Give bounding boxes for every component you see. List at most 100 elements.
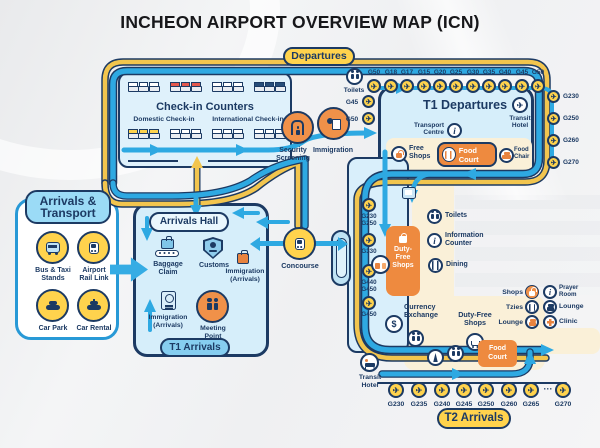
- transit-hotel-label: Transit Hotel: [509, 115, 531, 130]
- plane-icon: ✈: [436, 81, 444, 91]
- checkin-desk-icon: [169, 129, 181, 139]
- information-icon: i: [447, 123, 462, 138]
- t2-arrivals-pill: T2 Arrivals: [437, 408, 511, 429]
- dining-icon: [428, 258, 443, 273]
- lounge-label: Lounge: [498, 319, 523, 326]
- immigration-case-icon: [237, 250, 249, 264]
- t2-arrivals-label: T2 Arrivals: [444, 411, 504, 424]
- gate-marker: ✈: [547, 90, 560, 103]
- food-chair-icon: [499, 148, 514, 163]
- gate-marker: ✈: [466, 79, 480, 93]
- gate-label: G17: [400, 69, 414, 76]
- gate-marker: ✈: [417, 79, 431, 93]
- bus-taxi-icon: [36, 231, 69, 264]
- baggage-conveyor-icon: [155, 250, 179, 257]
- car-park-label: Car Park: [38, 325, 68, 332]
- plane-icon: ✈: [365, 115, 372, 123]
- info-glyph: i: [548, 287, 552, 297]
- dining-label: Dining: [446, 261, 468, 268]
- food-court-box: Food Court: [437, 142, 497, 167]
- free-shops-label: Free Shops: [409, 145, 431, 160]
- plane-icon: ✈: [365, 200, 373, 210]
- free-shops-icon: [391, 146, 407, 162]
- gate-label: G450: [361, 311, 377, 318]
- gate-label: G245: [455, 401, 473, 408]
- tzies-label: Tzies: [506, 304, 523, 311]
- arrivals-hall-label: Arrivals Hall: [159, 216, 219, 227]
- gate-marker: ✈: [515, 79, 529, 93]
- car-park-icon: [36, 289, 69, 322]
- plane-icon: ✈: [550, 115, 557, 123]
- duty-free-box: Duty-Free Shops: [386, 226, 420, 296]
- dollar-glyph: $: [391, 319, 397, 329]
- gate-marker: ✈: [400, 79, 414, 93]
- plane-icon: ✈: [420, 81, 428, 91]
- checkin-title: Check-in Counters: [156, 101, 254, 113]
- gate-marker: ✈: [434, 382, 450, 398]
- shops-label: Shops: [502, 289, 523, 296]
- transfer-arrow: [110, 257, 148, 282]
- gate-label: G25: [449, 69, 463, 76]
- plane-icon: ✈: [452, 81, 460, 91]
- currency-exchange-label: Currency Exchange: [404, 302, 438, 320]
- gate-marker: ✈: [362, 198, 376, 212]
- counter-line: [128, 160, 178, 162]
- plane-icon: ✈: [365, 298, 373, 308]
- checkin-desk-icon: [253, 82, 265, 92]
- checkin-desk-icon: [211, 82, 223, 92]
- plane-icon: ✈: [403, 81, 411, 91]
- checkin-desk-icon: [127, 82, 139, 92]
- gate-label: G260: [500, 401, 518, 408]
- plane-icon: ✈: [550, 159, 557, 167]
- gate-label: G18: [384, 69, 398, 76]
- arrivals-transport-line2: Transport: [40, 206, 96, 220]
- toilets-icon: [427, 209, 442, 224]
- gate-label: G330: [361, 248, 377, 255]
- gate-label: G50: [531, 69, 545, 76]
- immigration-arrivals-label: Immigration (Arrivals): [225, 268, 265, 283]
- t1-departures-title: T1 Departures: [422, 98, 508, 112]
- t1-arrivals-pill: T1 Arrivals: [160, 338, 230, 357]
- baggage-claim-label: Baggage Claim: [153, 261, 183, 276]
- immigration-label: Immigration: [312, 147, 354, 154]
- meeting-point-label: Meeting Point: [200, 325, 226, 340]
- bag-icon: [396, 149, 404, 158]
- information-counter-label: Information Counter: [445, 232, 484, 247]
- gate-label: G45: [515, 69, 529, 76]
- prayer-icon: [427, 349, 444, 366]
- currency-exchange-icon: $: [385, 315, 403, 333]
- gate-marker: ✈: [362, 112, 375, 125]
- security-screening-label: Security Screening: [276, 147, 310, 162]
- taxi-icon: [86, 299, 101, 311]
- plane-icon: ✈: [527, 385, 535, 395]
- customs-label: Customs: [199, 262, 229, 269]
- lounge-label: Lounge: [559, 303, 584, 310]
- lounge-icon: [525, 315, 539, 329]
- gate-marker: ✈: [547, 112, 560, 125]
- transit-hotel-icon: [360, 353, 379, 372]
- gate-label: G40: [498, 69, 512, 76]
- prayer-room-label: Prayer Room: [559, 284, 579, 298]
- food-court-label: Food Court: [458, 145, 479, 164]
- gate-marker: ✈: [362, 233, 376, 247]
- t2-food-court-box: Food Court: [478, 340, 517, 367]
- gate-marker: ✈: [498, 79, 512, 93]
- checkin-desk-icon: [127, 129, 139, 139]
- clinic-label: Clinic: [559, 318, 578, 325]
- immigration-arrivals-label: Immigration (Arrivals): [148, 314, 188, 329]
- international-checkin-label: International Check-in: [212, 116, 284, 123]
- baggage-suitcase-icon: [161, 236, 174, 249]
- immigration-officer-icon: [326, 117, 341, 130]
- transit-hotel-label: Transit Hotel: [358, 374, 382, 389]
- duty-free-label: Duty-Free Shops: [392, 246, 414, 270]
- lounge-icon: [543, 300, 557, 314]
- departures-pill: Departures: [283, 47, 355, 66]
- gate-label: G265: [522, 401, 540, 408]
- toilets-icon: [407, 330, 424, 347]
- gate-label: G15: [417, 69, 431, 76]
- gate-marker: ✈: [478, 382, 494, 398]
- gate-label: G270: [563, 159, 579, 166]
